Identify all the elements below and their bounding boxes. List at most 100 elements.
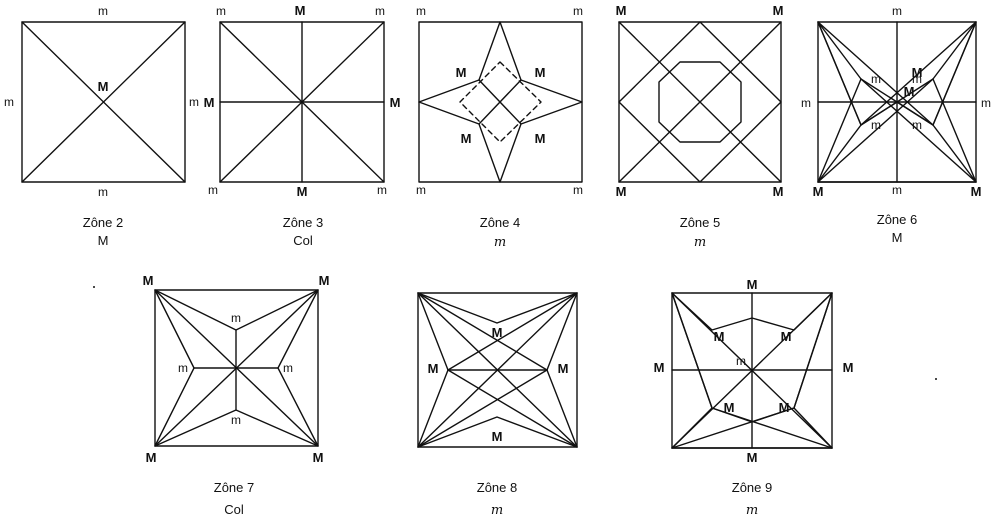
zone-8-figure: M M M M Zône 8 m [417,292,578,518]
zone-9-type: m [746,503,758,518]
zone-7-figure: M M m m m m M M Zône 7 Col [143,273,330,517]
zone-3-caption: Zône 3 [283,215,323,230]
zone-2-caption: Zône 2 [83,215,123,230]
zone-6-label: M [813,184,824,199]
zone-6-fan-line [817,21,934,126]
zone-5-octagon [658,61,742,143]
zone-3-label: M [390,95,401,110]
zone-5-label: M [773,184,784,199]
zone-7-star [154,289,319,447]
zone-3-label: M [204,95,215,110]
zone-7-label: m [231,311,241,325]
zone-2-label: M [98,79,109,94]
zone-6-label: m [871,72,881,86]
zone-4-inner-line [478,79,522,125]
zone-7-caption: Zône 7 [214,480,254,495]
zone-5-type: m [694,235,706,250]
zone-4-label: M [456,65,467,80]
zone-8-fan-line [447,369,578,448]
zone-2-label: m [98,4,108,18]
zone-9-label-bottom: M [747,450,758,465]
zone-6-bottom-star [817,101,977,183]
zone-6-fan-line [860,78,977,183]
zone-8-fan-line [417,292,548,371]
zone-9-label: M [714,329,725,344]
zone-9-label: M [779,400,790,415]
zone-4-label: M [461,131,472,146]
zone-4-label: m [416,4,426,18]
zone-9-label: M [747,277,758,292]
zone-9-fan-line [793,292,833,409]
zone-6-fan-line [817,78,862,183]
zone-4-label: m [573,183,583,197]
zone-7-label: m [178,361,188,375]
zone-4-caption: Zône 4 [480,215,520,230]
zone-9-fan-line [671,407,795,449]
zone-9-label: M [843,360,854,375]
zone-9-label: M [781,329,792,344]
zone-6-type: M [892,230,903,245]
zone-5-label: M [616,3,627,18]
zone-8-label: M [492,429,503,444]
zone-6-label: m [892,183,902,197]
zone-2-label: m [189,95,199,109]
zone-4-label: m [573,4,583,18]
zone-4-dashed-rhombus [459,61,542,143]
zone-4-label: M [535,131,546,146]
zone-2-square [21,21,186,183]
zone-6-label: M [904,84,915,99]
zone-3-label: m [375,4,385,18]
zone-9-figure: M M M m M M M M M Zône 9 m [654,277,854,518]
zone-2-type: M [98,233,109,248]
zone-8-fan-line [447,292,578,371]
speck-dot [93,286,95,288]
zone-6-label: M [971,184,982,199]
zone-2-figure: m m m m M Zône 2 M [4,4,199,248]
zone-2-label: m [98,185,108,199]
zone-4-figure: m m m m M M M M Zône 4 m [416,4,583,250]
zone-8-type: m [491,503,503,518]
zone-9-label: M [654,360,665,375]
zone-6-caption: Zône 6 [877,212,917,227]
zone-6-label: m [892,4,902,18]
zone-3-figure: m M m M M m M m Zône 3 Col [204,3,401,248]
zone-6-fan-line [860,21,977,126]
zone-6-label: M [912,65,923,80]
zone-5-label: M [773,3,784,18]
zone-7-label: M [313,450,324,465]
zone-3-label: m [208,183,218,197]
speck-dot [935,378,937,380]
zone-7-label: m [283,361,293,375]
zone-8-caption: Zône 8 [477,480,517,495]
zone-3-label: m [377,183,387,197]
zone-6-label: m [801,96,811,110]
zone-8-square [417,292,578,448]
zone-9-label: M [724,400,735,415]
zone-6-fan-line [817,21,862,126]
zone-5-label: M [616,184,627,199]
zone-6-fan-line [932,78,977,183]
zone-6-label: m [871,118,881,132]
zone-6-label: m [912,118,922,132]
zone-7-type: Col [224,502,244,517]
zone-8-label: M [428,361,439,376]
zone-9-fan-line [671,292,833,449]
zone-6-label: m [912,72,922,86]
zone-7-label: M [146,450,157,465]
zone-9-fan-line [711,407,833,449]
zone-6-fan-line [817,78,934,183]
zone-9-label: m [736,354,746,368]
zone-3-label: M [297,184,308,199]
zone-7-square [154,289,319,447]
zone-8-label: M [558,361,569,376]
zone-5-diagonal [618,21,782,183]
zone-3-type: Col [293,233,313,248]
zone-7-label: M [143,273,154,288]
zone-9-fan-line [671,292,713,409]
zone-6-fan-line [932,21,977,126]
zone-3-label: M [295,3,306,18]
zone-9-caption: Zône 9 [732,480,772,495]
zone-2-diagonal [21,21,186,183]
zone-8-fan-line [417,369,548,448]
